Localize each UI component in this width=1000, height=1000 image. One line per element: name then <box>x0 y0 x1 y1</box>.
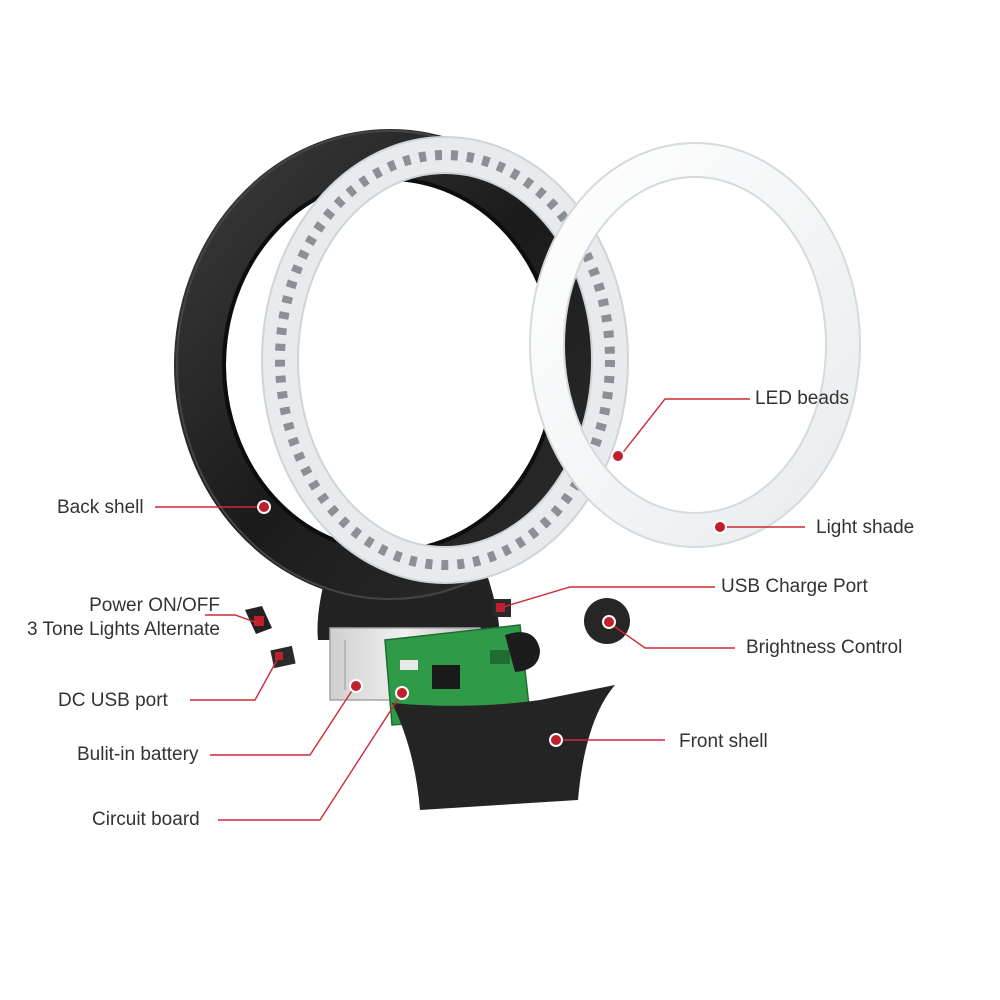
dc-usb-port-part <box>270 645 296 669</box>
label-circuit-board: Circuit board <box>92 809 200 830</box>
markers <box>257 449 727 747</box>
label-back-shell: Back shell <box>57 497 144 518</box>
label-battery: Bulit-in battery <box>77 744 199 765</box>
label-brightness-control: Brightness Control <box>746 637 903 658</box>
usb-charge-port-part <box>493 599 511 617</box>
circuit-board <box>384 624 540 726</box>
marker-battery <box>349 679 363 693</box>
marker-light-shade <box>713 520 727 534</box>
label-front-shell: Front shell <box>679 731 768 752</box>
leader-lines <box>155 398 805 821</box>
marker-front-shell <box>549 733 563 747</box>
marker-brightness-control <box>602 615 616 629</box>
led-ring <box>261 136 629 584</box>
front-shell <box>392 685 615 810</box>
label-light-shade: Light shade <box>816 517 915 538</box>
marker-circuit-board <box>395 686 409 700</box>
label-dc-usb-port: DC USB port <box>58 690 168 711</box>
marker-led-beads <box>611 449 625 463</box>
label-power-on-off: Power ON/OFF <box>89 595 220 616</box>
label-usb-charge-port: USB Charge Port <box>721 576 868 597</box>
light-shade <box>529 142 861 548</box>
power-switch <box>245 606 272 634</box>
label-led-beads: LED beads <box>755 388 850 409</box>
marker-back-shell <box>257 500 271 514</box>
label-3-tone-lights: 3 Tone Lights Alternate <box>27 619 220 640</box>
